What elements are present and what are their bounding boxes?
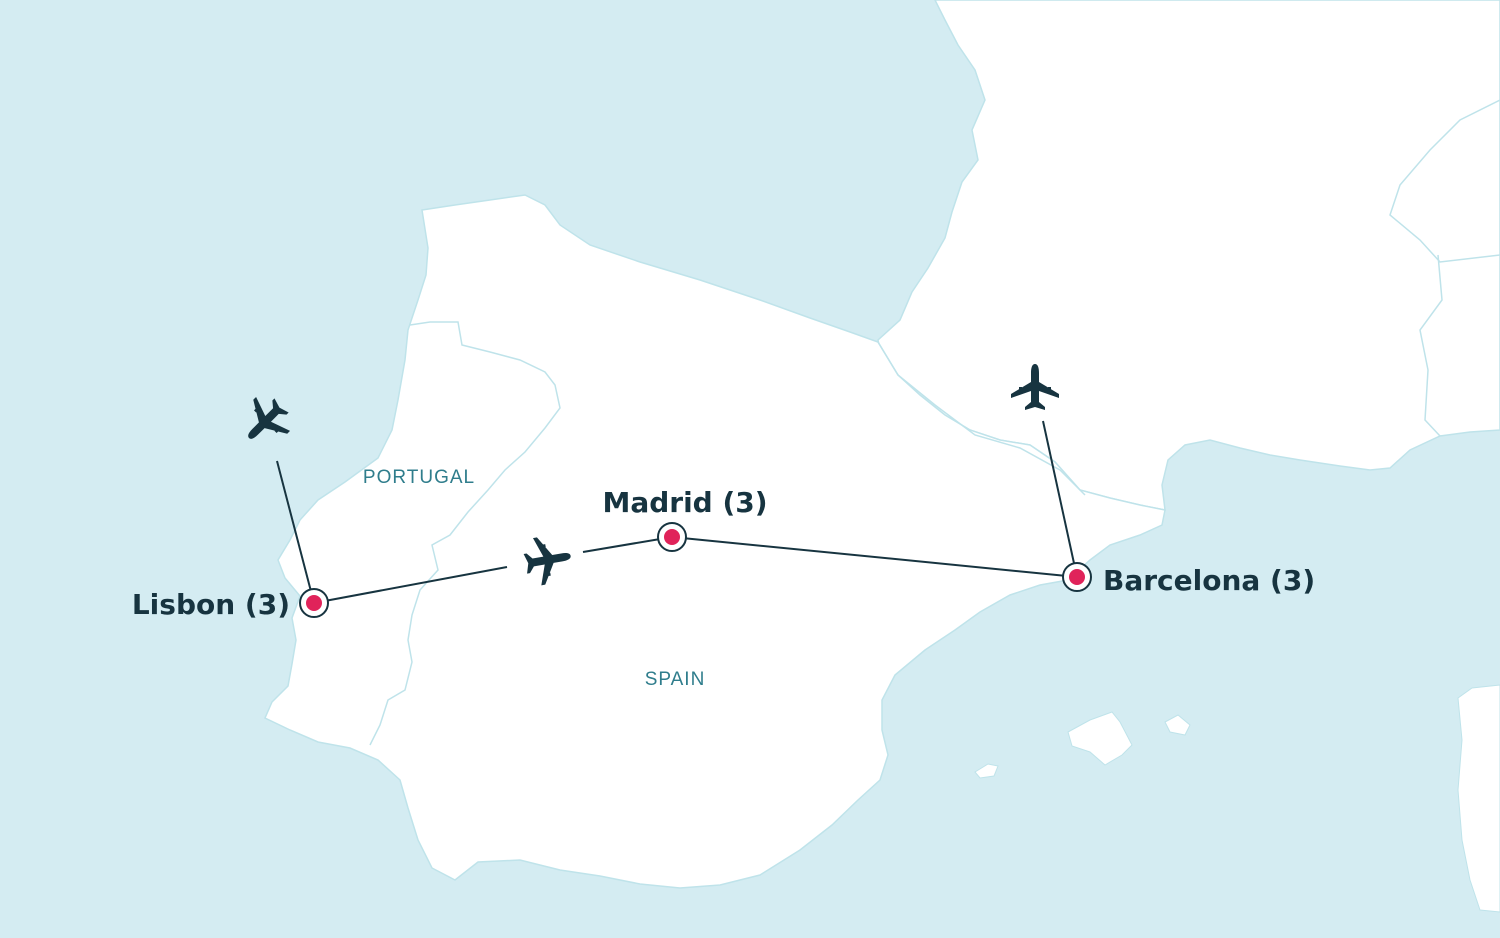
- menorca-island: [1164, 714, 1191, 736]
- route-line-arrival-lisbon: [276, 460, 315, 604]
- city-marker-lisbon[interactable]: [299, 588, 329, 618]
- spain-france-border: [877, 341, 1086, 496]
- country-label-spain: SPAIN: [645, 669, 706, 690]
- city-label-madrid: Madrid (3): [602, 486, 767, 519]
- city-label-barcelona: Barcelona (3): [1103, 564, 1315, 597]
- sardinia-edge: [1457, 684, 1500, 913]
- portugal-spain-border: [369, 321, 561, 746]
- route-line-lisbon-madrid-2: [582, 536, 673, 553]
- route-line-madrid-barcelona: [671, 536, 1078, 578]
- ibiza-island: [974, 763, 999, 779]
- east-border-1: [1389, 99, 1500, 263]
- route-line-lisbon-madrid: [313, 566, 508, 604]
- route-lines: [276, 420, 1078, 604]
- route-line-departure-barcelona: [1042, 420, 1078, 578]
- city-label-lisbon: Lisbon (3): [132, 588, 290, 621]
- east-border-2: [1419, 254, 1443, 437]
- city-marker-madrid[interactable]: [657, 522, 687, 552]
- city-marker-barcelona[interactable]: [1062, 562, 1092, 592]
- mallorca-island: [1067, 711, 1133, 766]
- country-label-portugal: PORTUGAL: [363, 467, 475, 488]
